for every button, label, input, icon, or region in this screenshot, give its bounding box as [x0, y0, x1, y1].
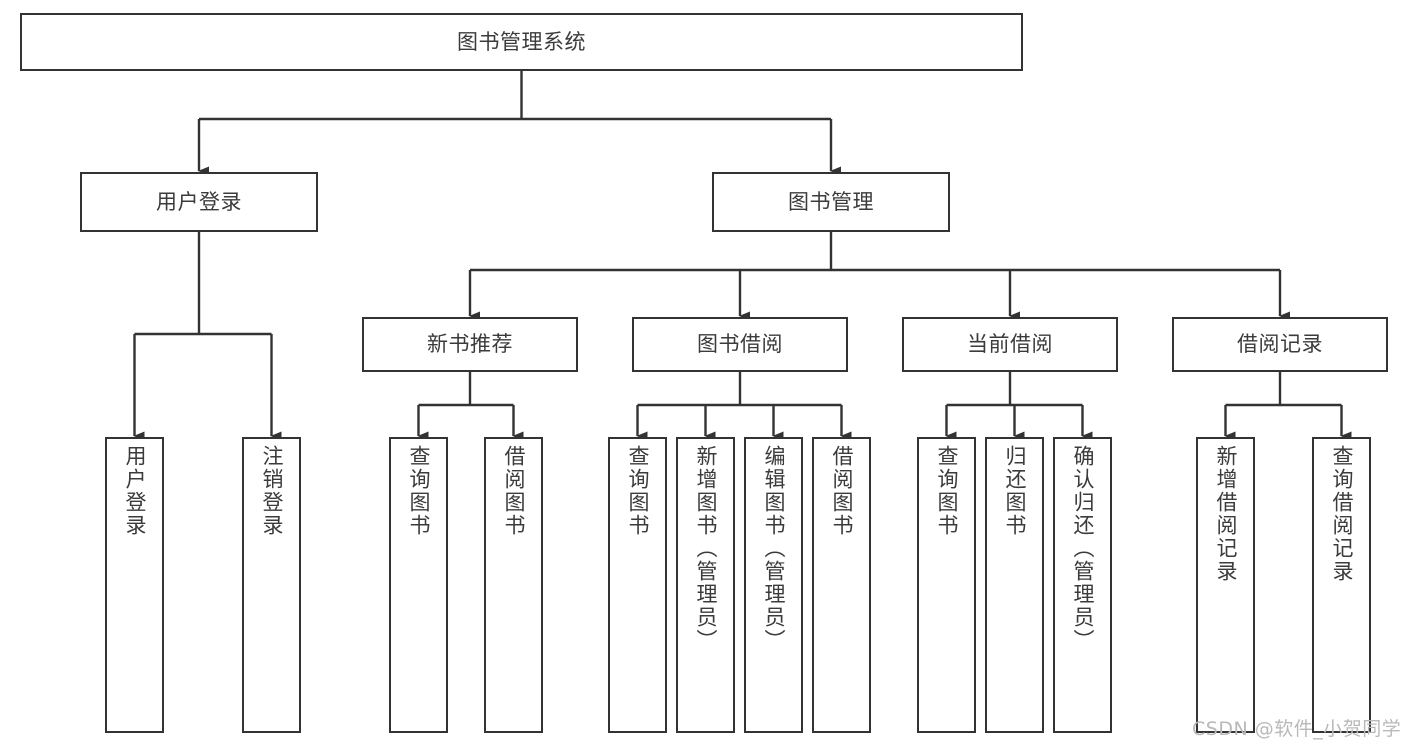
node-label: 借阅图书: [502, 445, 526, 537]
node-label: 用户登录: [123, 445, 147, 537]
node-leaf-borrow-book-1[interactable]: 借阅图书: [484, 437, 543, 733]
node-label: 编辑图书（管理员）: [762, 445, 786, 652]
node-book-borrow[interactable]: 图书借阅: [632, 317, 848, 372]
node-user-login[interactable]: 用户登录: [80, 172, 318, 232]
node-label: 用户登录: [156, 189, 242, 214]
node-label: 新增图书（管理员）: [694, 445, 718, 652]
node-borrow-record[interactable]: 借阅记录: [1172, 317, 1388, 372]
edge-paths: [133, 71, 1352, 441]
node-label: 借阅图书: [830, 445, 854, 537]
node-leaf-borrow-book-2[interactable]: 借阅图书: [812, 437, 871, 733]
node-leaf-return-book[interactable]: 归还图书: [985, 437, 1044, 733]
node-label: 查询图书: [935, 445, 959, 537]
node-label: 注销登录: [260, 445, 284, 537]
node-label: 查询图书: [626, 445, 650, 537]
node-label: 确认归还（管理员）: [1071, 445, 1095, 652]
node-label: 新书推荐: [427, 332, 513, 357]
node-leaf-query-book-1[interactable]: 查询图书: [389, 437, 448, 733]
node-label: 图书借阅: [697, 332, 783, 357]
node-label: 新增借阅记录: [1214, 445, 1238, 583]
watermark-label: CSDN @软件_小贺同学: [1192, 718, 1402, 740]
node-leaf-confirm-return[interactable]: 确认归还（管理员）: [1053, 437, 1112, 733]
node-label: 借阅记录: [1237, 332, 1323, 357]
node-leaf-query-book-2[interactable]: 查询图书: [608, 437, 667, 733]
node-leaf-query-record[interactable]: 查询借阅记录: [1312, 437, 1371, 733]
node-new-book-rec[interactable]: 新书推荐: [362, 317, 578, 372]
node-leaf-add-book[interactable]: 新增图书（管理员）: [676, 437, 735, 733]
node-label: 图书管理: [788, 189, 874, 214]
node-leaf-user-logout[interactable]: 注销登录: [242, 437, 301, 733]
node-label: 当前借阅: [967, 332, 1053, 357]
node-leaf-edit-book[interactable]: 编辑图书（管理员）: [744, 437, 803, 733]
node-label: 归还图书: [1003, 445, 1027, 537]
node-leaf-query-book-3[interactable]: 查询图书: [917, 437, 976, 733]
node-label: 查询图书: [407, 445, 431, 537]
node-root[interactable]: 图书管理系统: [20, 13, 1023, 71]
node-label: 查询借阅记录: [1330, 445, 1354, 583]
node-current-borrow[interactable]: 当前借阅: [902, 317, 1118, 372]
node-leaf-user-login[interactable]: 用户登录: [105, 437, 164, 733]
node-book-manage[interactable]: 图书管理: [712, 172, 950, 232]
node-leaf-add-record[interactable]: 新增借阅记录: [1196, 437, 1255, 733]
node-label: 图书管理系统: [457, 29, 586, 54]
